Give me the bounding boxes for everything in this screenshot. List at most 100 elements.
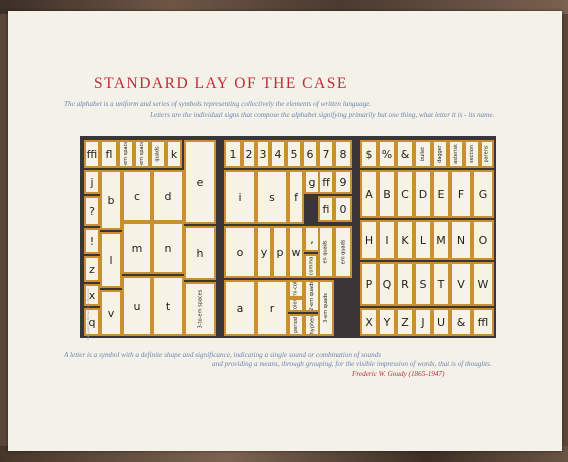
case-middle-compartment-label: a	[237, 302, 244, 315]
case-right-compartment-label: parens	[484, 145, 490, 162]
case-middle-compartment: 7	[318, 140, 334, 168]
quote-bottom-line-2: and providing a means, through grouping,…	[212, 360, 492, 368]
case-middle-compartment-label: period	[293, 317, 299, 333]
case-right-compartment-label: Z	[401, 316, 409, 329]
case-right-compartment-label: &	[457, 316, 466, 329]
case-left-compartment-label: c	[134, 190, 140, 203]
case-left-compartment: ?	[84, 196, 100, 226]
case-right-compartment: D	[414, 170, 432, 218]
case-right-compartment-label: O	[479, 234, 488, 247]
case-left-compartment-label: m	[132, 242, 143, 255]
case-right-compartment: V	[450, 262, 472, 306]
case-left-compartment-label: n	[165, 242, 172, 255]
case-middle-compartment: 6	[302, 140, 318, 168]
case-left-compartment: ffi	[84, 140, 100, 168]
case-left-compartment-label: 4-em spaces	[139, 140, 145, 168]
case-left-compartment-label: l	[109, 254, 112, 267]
case-right-compartment: G	[472, 170, 494, 218]
case-left-compartment: e	[184, 140, 216, 224]
case-left-compartment: m	[122, 222, 152, 274]
case-right-compartment-label: N	[457, 234, 465, 247]
case-right-compartment: Q	[378, 262, 396, 306]
case-right-compartment-label: A	[365, 188, 373, 201]
case-middle-compartment-label: 0	[340, 203, 347, 216]
case-middle-compartment-label: fi	[323, 203, 330, 216]
case-left-compartment-label: h	[197, 247, 204, 260]
case-middle-compartment-label: s	[269, 191, 275, 204]
case-right-compartment: W	[472, 262, 494, 306]
case-left-compartment: t	[152, 276, 184, 336]
case-right-compartment: parens	[480, 140, 494, 168]
case-left-compartment: l	[100, 232, 122, 288]
case-right-compartment: &	[396, 140, 414, 168]
case-middle-compartment: w	[288, 226, 304, 278]
case-left-compartment-label: ?	[89, 205, 95, 218]
case-middle-compartment-label: 2	[246, 148, 253, 161]
case-right-compartment: Y	[378, 308, 396, 336]
case-left-compartment-label: 5-em spaces	[123, 140, 129, 168]
case-middle-compartment-label: g	[309, 176, 316, 189]
case-right-compartment-label: I	[385, 234, 388, 247]
case-right-compartment: section	[464, 140, 480, 168]
case-right-compartment: N	[450, 220, 472, 260]
case-middle-compartment-label: 8	[340, 148, 347, 161]
case-left-compartment: b	[100, 170, 122, 230]
case-right-compartment: H	[360, 220, 378, 260]
case-right-compartment: K	[396, 220, 414, 260]
case-middle-compartment-label: 9	[340, 176, 347, 189]
case-middle-compartment: f	[288, 170, 304, 224]
case-right-compartment: A	[360, 170, 378, 218]
case-middle-compartment: 3	[256, 140, 270, 168]
quote-bottom-line-1: A letter is a symbol with a definite sha…	[64, 351, 381, 359]
case-right-compartment: bullet	[414, 140, 432, 168]
case-left-compartment: n	[152, 222, 184, 274]
case-right-compartment-label: ffl	[478, 316, 489, 329]
case-middle-compartment-label: comma	[308, 257, 314, 276]
case-left-compartment: c	[122, 170, 152, 222]
case-right-compartment-label: asterisk	[453, 144, 459, 164]
case-middle-compartment: i	[224, 170, 256, 224]
case-left-compartment-label: k	[171, 148, 177, 161]
case-middle-compartment: 8	[334, 140, 352, 168]
case-middle-compartment-label: 2-em quads	[309, 281, 315, 311]
case-left-compartment-label: ffi	[87, 148, 98, 161]
case-left-compartment: fl	[100, 140, 118, 168]
case-right-compartment-label: T	[438, 278, 445, 291]
case-right-compartment-label: K	[401, 234, 408, 247]
case-right-compartment-label: Y	[384, 316, 391, 329]
case-middle-compartment-label: p	[277, 246, 284, 259]
case-middle-compartment-label: en quads	[323, 240, 329, 263]
case-left-compartment: v	[100, 290, 122, 336]
case-right-compartment-label: E	[438, 188, 445, 201]
case-right-compartment: U	[432, 308, 450, 336]
case-left-compartment: quads	[150, 140, 166, 168]
case-middle-compartment: 9	[334, 170, 352, 194]
case-right-compartment: J	[414, 308, 432, 336]
case-middle-compartment-label: r	[270, 302, 275, 315]
case-right-compartment: R	[396, 262, 414, 306]
case-middle-compartment-label: 4	[275, 148, 282, 161]
quote-top-line-2: Letters are the individual signs that co…	[150, 111, 494, 119]
case-right-compartment-label: H	[365, 234, 373, 247]
case-right-compartment-label: W	[478, 278, 489, 291]
case-middle-compartment-label: em quads	[340, 240, 346, 265]
case-middle-compartment-label: o	[237, 246, 244, 259]
case-middle-compartment: a	[224, 280, 256, 336]
case-right-compartment-label: %	[382, 148, 392, 161]
case-left-compartment-label: e	[197, 176, 204, 189]
case-right-compartment-label: &	[401, 148, 410, 161]
case-middle-compartment: colon	[288, 298, 304, 312]
quote-top-line-1: The alphabet is a uniform and series of …	[64, 100, 371, 108]
case-right-compartment: X	[360, 308, 378, 336]
designer-credit: Designed by Richard Lee Sheridan	[86, 288, 90, 340]
case-right-compartment-label: U	[437, 316, 445, 329]
case-right-compartment: F	[450, 170, 472, 218]
case-middle-compartment-label: i	[238, 191, 241, 204]
case-right-compartment-label: dagger	[437, 145, 443, 163]
case-middle-compartment-label: 1	[230, 148, 237, 161]
case-middle-compartment: r	[256, 280, 288, 336]
case-left-compartment-label: d	[165, 190, 172, 203]
case-middle-compartment-label: f	[294, 191, 298, 204]
case-right-compartment: L	[414, 220, 432, 260]
case-middle-compartment: semi-colon	[288, 280, 304, 298]
